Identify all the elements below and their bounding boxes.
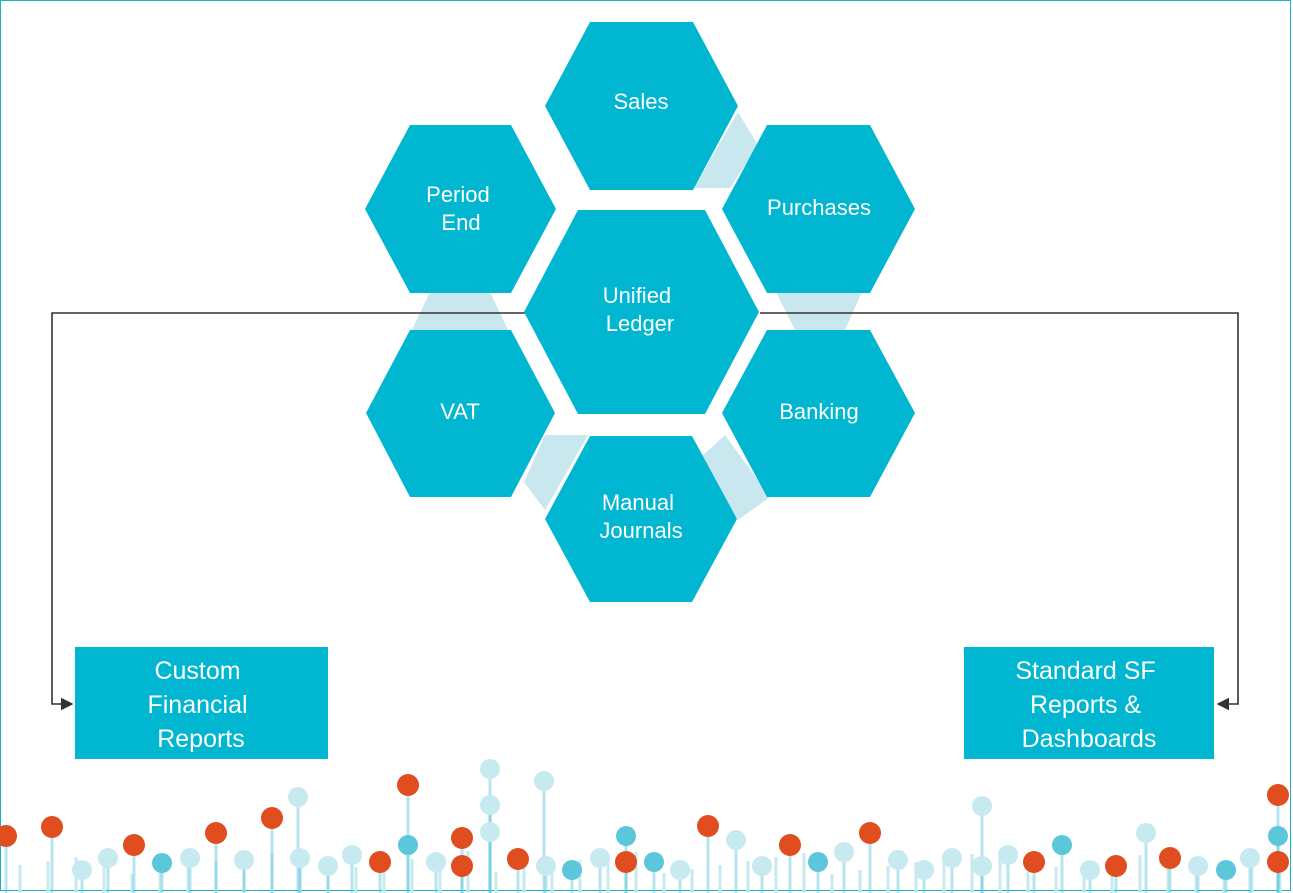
decorative-dot xyxy=(1052,835,1072,855)
decorative-dot xyxy=(1136,823,1156,843)
decorative-dot xyxy=(41,816,63,838)
decorative-dot xyxy=(670,860,690,880)
decorative-dot xyxy=(888,850,908,870)
connector-banking-journals xyxy=(700,435,770,520)
decorative-dot xyxy=(998,845,1018,865)
decorative-dot xyxy=(972,856,992,876)
decorative-dot xyxy=(480,759,500,779)
decorative-dot xyxy=(914,860,934,880)
hexagon-label: VAT xyxy=(440,399,480,424)
decorative-dot xyxy=(972,796,992,816)
decorative-dot xyxy=(123,834,145,856)
decorative-dot xyxy=(288,787,308,807)
decorative-dot xyxy=(1105,855,1127,877)
custom-financial-reports-box: Custom Financial Reports xyxy=(75,647,328,759)
hexagon-manual-journals: Manual Journals xyxy=(545,436,737,602)
hexagon-vat: VAT xyxy=(366,330,555,497)
connector-periodend-vat xyxy=(412,292,508,330)
hexagon-period-end: Period End xyxy=(365,125,556,293)
standard-sf-reports-box: Standard SF Reports & Dashboards xyxy=(964,647,1214,759)
decorative-dot xyxy=(779,834,801,856)
decorative-dot xyxy=(507,848,529,870)
connector-sales-purchases xyxy=(694,112,758,188)
decorative-dot xyxy=(808,852,828,872)
decorative-dot xyxy=(752,856,772,876)
decorative-dot xyxy=(590,848,610,868)
line-to-standard-reports xyxy=(760,312,1239,711)
decorative-dot xyxy=(205,822,227,844)
line-to-custom-reports xyxy=(51,312,525,711)
decorative-dot xyxy=(480,822,500,842)
decorative-dot xyxy=(1267,784,1289,806)
decorative-dot xyxy=(1240,848,1260,868)
decorative-dot xyxy=(290,848,310,868)
decorative-dot xyxy=(1267,851,1289,873)
hexagon-unified-ledger: Unified Ledger xyxy=(524,210,759,414)
decorative-dot xyxy=(616,826,636,846)
hexagon-label: Manual Journals xyxy=(599,490,682,543)
flow-lines xyxy=(51,312,1239,711)
decorative-dot xyxy=(451,855,473,877)
connector-purchases-banking xyxy=(776,292,862,330)
decorative-dot xyxy=(1268,826,1288,846)
decorative-dot xyxy=(1216,860,1236,880)
decorative-dot xyxy=(726,830,746,850)
box-label: Standard SF Reports & Dashboards xyxy=(1015,657,1162,753)
decorative-dot xyxy=(615,851,637,873)
decorative-dot xyxy=(562,860,582,880)
decorative-dot xyxy=(451,827,473,849)
decorative-dot xyxy=(1023,851,1045,873)
decorative-dot xyxy=(72,860,92,880)
decorative-dot xyxy=(859,822,881,844)
decorative-dot xyxy=(318,856,338,876)
hexagon-label: Purchases xyxy=(767,195,871,220)
decorative-dot xyxy=(261,807,283,829)
decorative-dot xyxy=(180,848,200,868)
decorative-dot-pattern xyxy=(0,759,1289,893)
hexagon-purchases: Purchases xyxy=(722,125,915,293)
decorative-dot xyxy=(697,815,719,837)
decorative-dot xyxy=(1080,860,1100,880)
decorative-dot xyxy=(234,850,254,870)
decorative-dot xyxy=(644,852,664,872)
decorative-dot xyxy=(342,845,362,865)
connector-vat-journals xyxy=(524,435,588,510)
decorative-dot xyxy=(98,848,118,868)
decorative-dot xyxy=(480,795,500,815)
decorative-dot xyxy=(1159,847,1181,869)
decorative-dot xyxy=(397,774,419,796)
decorative-dot xyxy=(369,851,391,873)
hexagon-label: Banking xyxy=(779,399,859,424)
hexagon-banking: Banking xyxy=(722,330,915,497)
hex-connectors xyxy=(412,112,862,520)
decorative-dot xyxy=(534,771,554,791)
decorative-dot xyxy=(0,825,17,847)
decorative-dot xyxy=(426,852,446,872)
box-label: Custom Financial Reports xyxy=(147,657,254,753)
hexagon-label: Sales xyxy=(613,89,668,114)
hexagon-label: Unified Ledger xyxy=(603,283,678,336)
hexagon-label: Period End xyxy=(426,182,496,235)
decorative-dot xyxy=(942,848,962,868)
decorative-dot xyxy=(398,835,418,855)
decorative-dot xyxy=(834,842,854,862)
hexagon-sales: Sales xyxy=(545,22,738,190)
decorative-dot xyxy=(152,853,172,873)
decorative-dot xyxy=(1188,856,1208,876)
decorative-dot xyxy=(536,856,556,876)
